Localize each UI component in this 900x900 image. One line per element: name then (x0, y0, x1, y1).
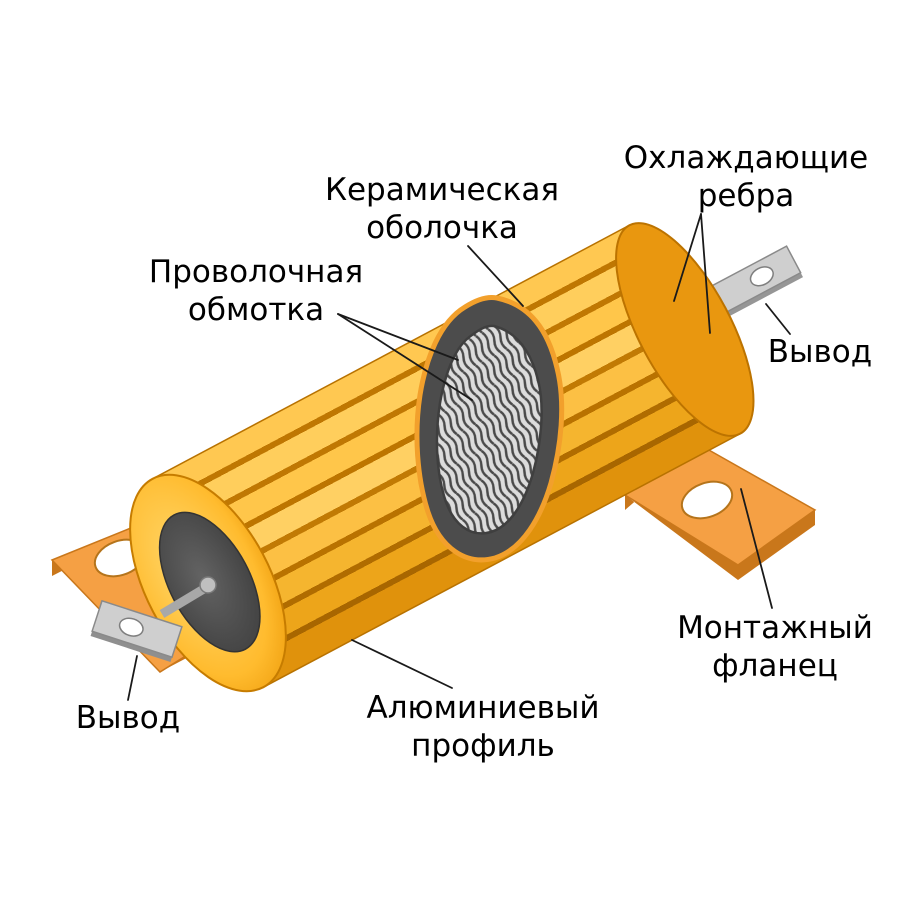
terminal-tab-front-plate (91, 599, 183, 659)
leader-wire-winding-1 (337, 313, 459, 361)
label-terminal-front: Вывод (76, 700, 180, 736)
lead-bead-front (199, 576, 217, 594)
leader-wire-winding-2 (337, 313, 473, 401)
terminal-tab-front-hole (118, 617, 144, 637)
label-wire-winding-line2: обмотка (188, 292, 324, 328)
leader-ceramic-shell (467, 245, 524, 307)
label-cooling-fins-line1: Охлаждающие (624, 140, 868, 176)
terminal-tab-rear-hole (749, 266, 774, 287)
label-cooling-fins-line2: ребра (698, 178, 795, 214)
leader-terminal-front (127, 655, 138, 701)
label-ceramic-shell-line2: оболочка (366, 210, 518, 246)
leader-cooling-fins-1 (673, 213, 702, 302)
lead-pin-front (159, 583, 210, 618)
rear-end-cap (615, 222, 755, 437)
leader-cooling-fins-2 (700, 213, 711, 334)
leader-aluminum-profile (351, 639, 453, 689)
label-ceramic-shell-line1: Керамическая (325, 172, 559, 208)
labels: Керамическая оболочка Охлаждающие ребра … (76, 140, 873, 764)
label-wire-winding-line1: Проволочная (149, 254, 363, 290)
terminal-tab-front (90, 599, 183, 662)
wire-winding (435, 324, 543, 535)
leader-mounting-flange (740, 488, 773, 609)
flange-right-hole (680, 480, 734, 520)
label-aluminum-profile-line2: профиль (411, 728, 555, 764)
label-aluminum-profile-line1: Алюминиевый (366, 690, 599, 726)
leader-terminal-rear (765, 303, 791, 335)
leader-lines (127, 213, 791, 701)
label-terminal-rear: Вывод (768, 334, 872, 370)
label-mounting-flange-line2: фланец (712, 648, 838, 684)
label-mounting-flange-line1: Монтажный (677, 610, 873, 646)
